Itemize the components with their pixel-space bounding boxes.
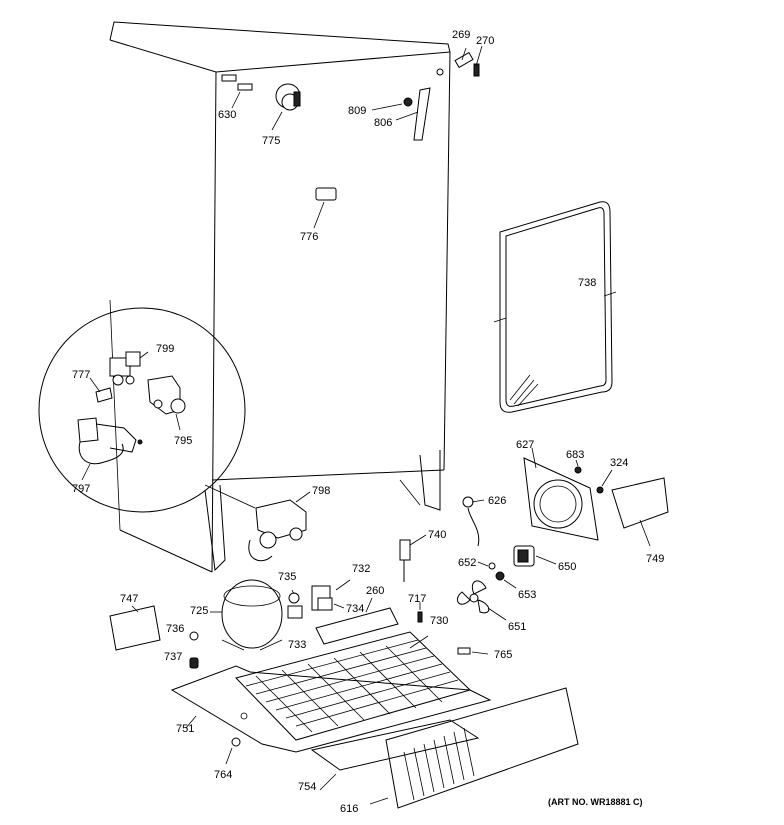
label-627: 627 <box>516 439 534 451</box>
label-795: 795 <box>174 435 192 447</box>
part-651-fan-blade <box>457 580 507 621</box>
part-764-clip <box>225 737 241 765</box>
part-749-cover-plate <box>611 477 669 547</box>
label-735: 735 <box>278 571 296 583</box>
part-776-cover <box>313 187 337 229</box>
callout-labels: 269 270 630 775 809 806 776 738 799 777 … <box>72 29 664 815</box>
label-809: 809 <box>348 105 366 117</box>
label-717: 717 <box>408 593 426 605</box>
part-809-806-fastener-and-tube <box>371 87 431 141</box>
label-747: 747 <box>120 593 138 605</box>
label-616: 616 <box>340 803 358 815</box>
part-717-spring <box>417 602 423 623</box>
label-738: 738 <box>578 277 596 289</box>
label-650: 650 <box>558 561 576 573</box>
part-740-defrost-sensor <box>399 534 427 582</box>
part-775-damper <box>271 83 301 131</box>
art-number: (ART NO. WR18881 C) <box>548 797 643 807</box>
part-747-736-737-cover-and-grommet <box>109 605 199 669</box>
label-734: 734 <box>346 603 364 615</box>
label-683: 683 <box>566 449 584 461</box>
part-798-water-valve <box>204 484 311 562</box>
label-324: 324 <box>610 457 628 469</box>
part-652-653-fan-parts <box>477 561 517 589</box>
part-725-compressor <box>210 579 283 651</box>
part-751-base-plate <box>170 665 492 753</box>
label-653: 653 <box>518 589 536 601</box>
part-627-fan-shroud <box>523 447 599 541</box>
label-751: 751 <box>176 723 194 735</box>
label-765: 765 <box>494 649 512 661</box>
part-732-734-overload-relay <box>311 579 351 611</box>
label-776: 776 <box>300 231 318 243</box>
label-652: 652 <box>458 557 476 569</box>
label-730: 730 <box>430 615 448 627</box>
label-737: 737 <box>164 651 182 663</box>
label-764: 764 <box>214 769 232 781</box>
part-630-clip <box>221 74 253 109</box>
part-735-733-clips <box>287 589 303 619</box>
inset-circle-water-valve <box>38 307 246 513</box>
part-616-kickplate-grille <box>369 687 579 809</box>
label-797: 797 <box>72 483 90 495</box>
part-650-fan-motor <box>513 545 557 567</box>
label-806: 806 <box>374 117 392 129</box>
label-754: 754 <box>298 781 316 793</box>
label-269: 269 <box>452 29 470 41</box>
label-260: 260 <box>366 585 384 597</box>
part-765-screw <box>457 647 489 655</box>
part-683-324-screws <box>574 459 613 494</box>
label-725: 725 <box>190 605 208 617</box>
label-740: 740 <box>428 529 446 541</box>
label-799: 799 <box>156 343 174 355</box>
part-754-insulation <box>310 719 480 791</box>
label-736: 736 <box>166 623 184 635</box>
label-732: 732 <box>352 563 370 575</box>
label-775: 775 <box>262 135 280 147</box>
label-651: 651 <box>508 621 526 633</box>
label-733: 733 <box>288 639 306 651</box>
label-749: 749 <box>646 553 664 565</box>
label-630: 630 <box>218 109 236 121</box>
part-738-door-gasket <box>493 201 617 413</box>
label-798: 798 <box>312 485 330 497</box>
part-260-bracket <box>315 597 399 645</box>
part-269-270-light-socket <box>454 45 483 77</box>
refrigerator-cabinet <box>109 21 451 573</box>
label-777: 777 <box>72 369 90 381</box>
part-626-thermostat <box>462 496 485 547</box>
label-270: 270 <box>476 35 494 47</box>
label-626: 626 <box>488 495 506 507</box>
